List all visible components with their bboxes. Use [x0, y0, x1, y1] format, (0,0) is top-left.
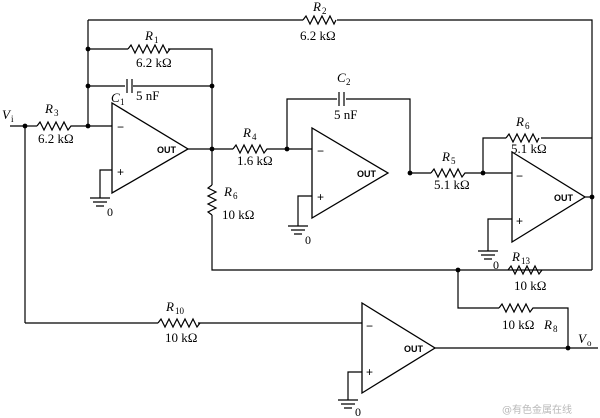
- svg-text:o: o: [587, 338, 592, 348]
- label-c2: C 2 5 nF: [334, 70, 357, 122]
- resistor-r1: [127, 43, 171, 55]
- svg-text:R: R: [44, 101, 53, 116]
- svg-text:6: 6: [525, 121, 530, 131]
- svg-text:5 nF: 5 nF: [334, 107, 357, 122]
- opamp-2: − + OUT: [311, 126, 390, 220]
- resistor-r6-fb: [505, 132, 540, 144]
- svg-text:C: C: [337, 70, 346, 85]
- label-c1: C 1 5 nF: [111, 88, 159, 107]
- svg-text:R: R: [543, 317, 552, 332]
- svg-text:6: 6: [233, 191, 238, 201]
- opamp1-out-label: OUT: [157, 145, 177, 155]
- svg-text:6.2 kΩ: 6.2 kΩ: [136, 55, 172, 70]
- svg-text:13: 13: [521, 256, 531, 266]
- svg-text:1.6 kΩ: 1.6 kΩ: [237, 153, 273, 168]
- label-r3: R 3 6.2 kΩ: [38, 101, 74, 146]
- opamp2-plus: +: [317, 190, 324, 204]
- label-r4: R 4 1.6 kΩ: [237, 125, 273, 168]
- label-r13: R 13 10 kΩ: [511, 249, 546, 293]
- ground-2: 0: [288, 225, 311, 247]
- label-r10: R 10 10 kΩ: [165, 299, 197, 345]
- svg-text:10 kΩ: 10 kΩ: [165, 330, 197, 345]
- resistor-r2: [302, 14, 337, 26]
- capacitor-c1: [126, 79, 133, 93]
- ground-1: 0: [90, 197, 113, 219]
- svg-text:V: V: [2, 107, 12, 122]
- opamp1-plus: +: [117, 165, 124, 179]
- svg-text:R: R: [441, 149, 450, 164]
- svg-text:5 nF: 5 nF: [136, 88, 159, 103]
- svg-text:0: 0: [107, 205, 113, 219]
- svg-text:5: 5: [451, 156, 456, 166]
- svg-text:8: 8: [553, 324, 558, 334]
- label-vout: V o: [578, 331, 592, 348]
- svg-text:R: R: [165, 299, 174, 314]
- resistor-r13: [507, 264, 543, 276]
- opamp4-out-label: OUT: [404, 344, 424, 354]
- junctions: [22, 46, 595, 351]
- svg-text:5.1 kΩ: 5.1 kΩ: [434, 177, 470, 192]
- svg-text:1: 1: [154, 35, 159, 45]
- svg-text:2: 2: [322, 6, 327, 16]
- svg-text:R: R: [144, 28, 153, 43]
- label-r1: R 1 6.2 kΩ: [136, 28, 172, 70]
- svg-text:0: 0: [493, 258, 499, 272]
- svg-text:1: 1: [120, 97, 125, 107]
- wires: [10, 19, 598, 400]
- svg-text:R: R: [511, 249, 520, 264]
- opamp-3: − + OUT: [511, 150, 587, 244]
- opamp4-plus: +: [366, 365, 373, 379]
- resistor-r8: [498, 302, 535, 314]
- label-r6-fb: R 6 5.1 kΩ: [511, 114, 547, 156]
- svg-text:6.2 kΩ: 6.2 kΩ: [300, 28, 336, 43]
- svg-text:i: i: [11, 114, 14, 124]
- watermark: @有色金属在线: [502, 403, 572, 416]
- svg-text:10 kΩ: 10 kΩ: [502, 317, 534, 332]
- svg-text:10 kΩ: 10 kΩ: [222, 207, 254, 222]
- label-r2: R 2 6.2 kΩ: [300, 0, 336, 43]
- resistor-r3: [36, 120, 75, 132]
- svg-text:R: R: [312, 0, 321, 14]
- opamp3-minus: −: [516, 169, 523, 183]
- resistor-r5: [430, 167, 467, 179]
- capacitor-c2: [338, 92, 345, 106]
- svg-text:0: 0: [305, 233, 311, 247]
- opamp-4: − + OUT: [361, 301, 437, 395]
- ground-3: 0: [478, 250, 499, 272]
- svg-text:0: 0: [355, 405, 361, 418]
- label-r6-vertical: R 6 10 kΩ: [222, 184, 254, 222]
- svg-text:R: R: [223, 184, 232, 199]
- svg-text:10: 10: [175, 306, 185, 316]
- svg-text:V: V: [578, 331, 588, 346]
- opamp3-out-label: OUT: [554, 193, 574, 203]
- resistor-r10: [157, 317, 201, 329]
- svg-text:6.2 kΩ: 6.2 kΩ: [38, 131, 74, 146]
- svg-text:5.1 kΩ: 5.1 kΩ: [511, 141, 547, 156]
- svg-text:R: R: [242, 125, 251, 140]
- svg-text:R: R: [515, 114, 524, 129]
- opamp2-minus: −: [317, 144, 324, 158]
- opamp2-out-label: OUT: [357, 169, 377, 179]
- svg-text:4: 4: [252, 132, 257, 142]
- svg-text:10 kΩ: 10 kΩ: [514, 278, 546, 293]
- svg-text:3: 3: [54, 108, 59, 118]
- svg-text:2: 2: [346, 77, 351, 87]
- resistor-r4: [232, 143, 269, 155]
- label-r8: 10 kΩ R 8: [502, 317, 558, 334]
- ground-4: 0: [338, 399, 361, 418]
- svg-text:C: C: [111, 90, 120, 105]
- label-r5: R 5 5.1 kΩ: [434, 149, 470, 192]
- resistor-r6-vertical: [206, 184, 218, 216]
- opamp1-minus: −: [117, 120, 124, 134]
- opamp4-minus: −: [366, 319, 373, 333]
- opamp-1: − + OUT: [111, 101, 190, 195]
- label-vin: V i: [2, 107, 14, 124]
- opamp3-plus: +: [516, 214, 523, 228]
